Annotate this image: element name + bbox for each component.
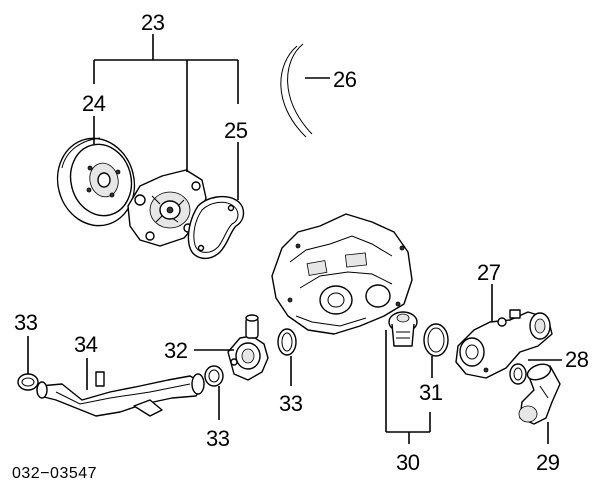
- callout-29: 29: [536, 450, 560, 475]
- part-24-pulley: [56, 137, 136, 227]
- part-33-gasket-inlet: [277, 328, 297, 356]
- part-33-gasket-left: [17, 373, 39, 391]
- callout-33-mid: 33: [206, 426, 230, 451]
- callout-32: 32: [164, 338, 188, 363]
- callout-26: 26: [333, 67, 357, 92]
- part-26-seal-ring: [280, 43, 313, 138]
- callout-28: 28: [565, 347, 589, 372]
- callout-34: 34: [74, 332, 98, 357]
- callout-25: 25: [224, 118, 248, 143]
- callout-30: 30: [396, 450, 420, 475]
- part-27-water-outlet: [455, 309, 553, 379]
- part-33-gasket-mid: [204, 365, 224, 387]
- part-34-coolant-pipe: [36, 371, 205, 417]
- callout-33-right: 33: [279, 391, 303, 416]
- callout-33-left: 33: [14, 310, 38, 335]
- callout-23: 23: [141, 10, 165, 35]
- leader-lines: [27, 34, 562, 444]
- part-25-pump-gasket: [187, 195, 245, 259]
- callout-31: 31: [419, 380, 443, 405]
- callout-27: 27: [477, 260, 501, 285]
- part-30-thermostat: [388, 311, 418, 347]
- part-29-water-pipe: [518, 363, 561, 425]
- part-31-thermostat-gasket: [423, 323, 449, 357]
- part-32-water-inlet: [227, 314, 269, 381]
- diagram-code: 032−03547: [12, 465, 97, 482]
- engine-block: [271, 213, 413, 335]
- callout-labels: 23 24 25 26 27 28 29 30 31 32 33 33 33 3…: [14, 10, 589, 475]
- callout-24: 24: [82, 91, 106, 116]
- part-28-o-ring: [509, 363, 527, 385]
- part-23-water-pump: [127, 169, 207, 247]
